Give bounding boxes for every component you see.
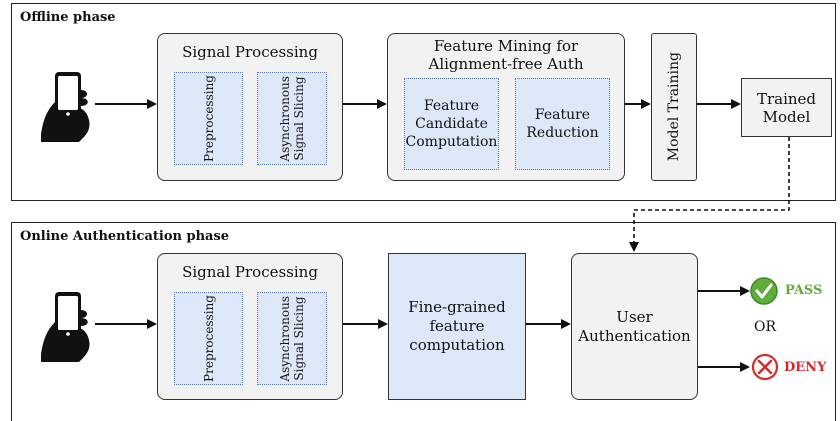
user-authentication-box: User Authentication [571, 253, 698, 400]
online-preprocessing-box: Preprocessing [174, 292, 243, 385]
feature-reduction-label: Feature Reduction [526, 107, 599, 141]
feature-mining-title: Feature Mining for Alignment-free Auth [428, 37, 584, 73]
feature-candidate-box: Feature Candidate Computation [404, 78, 499, 170]
feature-candidate-label: Feature Candidate Computation [405, 98, 498, 150]
model-training-box: Model Training [651, 33, 697, 181]
trained-model-box: Trained Model [741, 78, 832, 137]
offline-signal-slicing-box: Asynchronous Signal Slicing [257, 72, 327, 165]
offline-phase-title: Offline phase [20, 10, 116, 25]
deny-label: DENY [784, 360, 827, 375]
dashed-model-to-auth [629, 137, 790, 252]
feature-reduction-box: Feature Reduction [515, 78, 610, 170]
hand-phone-icon [41, 72, 90, 142]
or-label: OR [754, 319, 777, 335]
fine-grained-feature-label: Fine-grained feature computation [408, 298, 506, 354]
offline-signal-processing-title: Signal Processing [182, 43, 318, 61]
user-authentication-label: User Authentication [578, 307, 691, 345]
offline-phase-panel: Offline phase [11, 3, 836, 201]
hand-phone-icon [41, 292, 90, 362]
online-signal-processing-title: Signal Processing [182, 263, 318, 281]
offline-signal-processing-box: Signal Processing Preprocessing Asynchro… [157, 33, 343, 181]
feature-mining-box: Feature Mining for Alignment-free Auth F… [387, 33, 625, 181]
offline-preprocessing-box: Preprocessing [174, 72, 243, 165]
x-circle-icon [751, 353, 779, 381]
fine-grained-feature-box: Fine-grained feature computation [388, 253, 526, 400]
pass-label: PASS [785, 283, 823, 298]
online-signal-slicing-box: Asynchronous Signal Slicing [257, 292, 327, 385]
trained-model-label: Trained Model [756, 89, 817, 126]
check-circle-icon [750, 277, 778, 305]
online-phase-panel: Online Authentication phase [11, 222, 836, 421]
online-signal-processing-box: Signal Processing Preprocessing Asynchro… [157, 253, 343, 400]
online-phase-title: Online Authentication phase [20, 229, 230, 244]
